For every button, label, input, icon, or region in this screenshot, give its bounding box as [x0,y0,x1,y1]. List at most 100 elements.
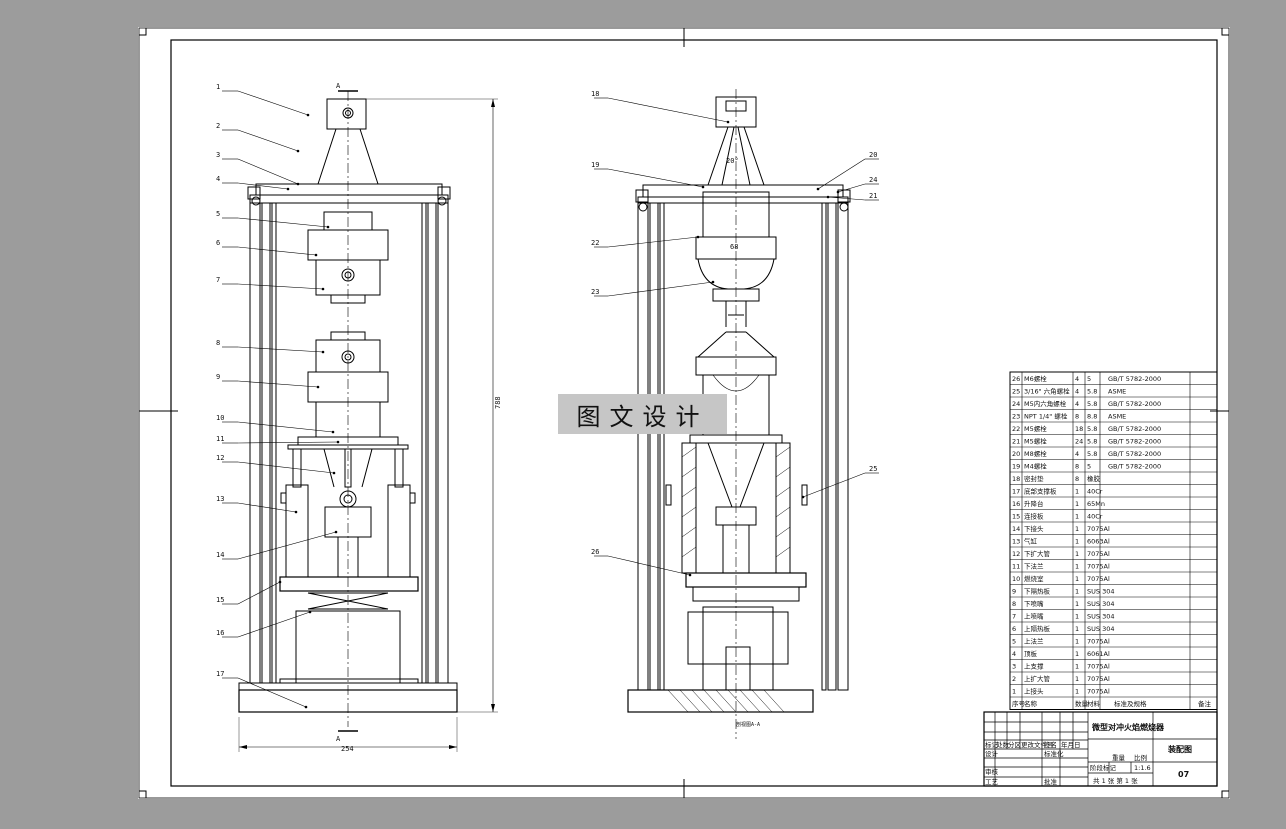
bom-cell: 8 [1075,463,1079,471]
section-mark-top: A [336,82,341,90]
bom-cell: GB/T 5782-2000 [1108,425,1161,433]
bom-cell: 12 [1012,550,1020,558]
bom-cell: 20 [1012,450,1020,458]
bom-cell: 65Mn [1087,500,1105,508]
watermark: 图文设计 [558,394,727,434]
callout-label: 6 [216,239,220,247]
bom-cell: 下扩大管 [1024,549,1051,558]
bom-row: 6 上隔热板 1 SUS 304 [1012,624,1114,633]
bom-cell: M5内六角螺栓 [1024,399,1067,408]
bom-cell: GB/T 5782-2000 [1108,438,1161,446]
role-process: 工艺 [985,778,999,786]
bom-cell: 连接板 [1024,512,1044,521]
bom-cell: 19 [1012,463,1020,471]
bom-cell: 5.8 [1087,438,1097,446]
bom-header-cell: 标准及规格 [1114,699,1147,708]
bom-header-cell: 名称 [1024,699,1038,708]
bom-cell: SUS 304 [1087,625,1114,633]
bom-cell: GB/T 5782-2000 [1108,400,1161,408]
section-mark-bottom: A [336,735,341,743]
callout-label: 19 [591,161,599,169]
bom-cell: ASME [1108,413,1126,421]
bom-cell: 6 [1012,625,1016,633]
drawing-title: 微型对冲火焰燃烧器 [1091,722,1165,732]
bom-cell: 5 [1012,638,1016,646]
bom-cell: 下喷嘴 [1024,599,1044,608]
bom-cell: 4 [1075,388,1079,396]
callout-side-24: 24 [836,176,879,194]
callout-side-22: 22 [591,235,700,248]
bom-header-cell: 序号 [1012,699,1026,708]
bom-cell: 23 [1012,413,1020,421]
callout-label: 2 [216,122,220,130]
bom-cell: 4 [1075,450,1079,458]
role-standard: 标准化 [1044,749,1064,758]
callout-label: 9 [216,373,220,381]
bom-cell: 8 [1075,413,1079,421]
bom-cell: M5螺栓 [1024,437,1047,446]
bom-cell: 1 [1075,650,1079,658]
bom-cell: 21 [1012,438,1020,446]
bom-cell: NPT 1/4" 螺栓 [1024,412,1068,421]
scale-value: 1:1.6 [1134,764,1151,772]
bom-cell: 燃烧室 [1024,574,1044,583]
bom-cell: 1 [1075,675,1079,683]
bom-cell: 下隔热板 [1024,587,1051,596]
bom-cell: 1 [1075,625,1079,633]
bom-cell: 底部支撑板 [1024,487,1057,496]
bom-row: 21 M5螺栓 24 5.8 GB/T 5782-2000 [1012,437,1161,446]
weight-label: 重量 [1112,754,1126,762]
bom-cell: 密封垫 [1024,474,1044,483]
bom-cell: 4 [1075,375,1079,383]
bom-cell: 上接头 [1024,687,1044,696]
bom-cell: 1 [1075,600,1079,608]
callout-front-1: 1 [216,83,310,117]
bom-cell: 4 [1075,400,1079,408]
bom-cell: 24 [1012,400,1020,408]
bom-cell: 18 [1012,475,1020,483]
callout-label: 23 [591,288,599,296]
bom-cell: 26 [1012,375,1020,383]
bom-cell: 1 [1075,513,1079,521]
bom-cell: 9 [1012,588,1016,596]
rev-header-sign: 签名 [1044,740,1057,749]
section-label: 剖视图A-A [736,721,760,728]
rev-header-zone: 分区 [1008,740,1022,749]
bom-cell: ASME [1108,388,1126,396]
bom-cell: 1 [1075,588,1079,596]
bom-cell: M5螺栓 [1024,424,1047,433]
bom-cell: 16 [1012,500,1020,508]
title-block [983,711,1218,787]
callout-front-16: 16 [216,610,312,638]
drawing-type: 装配图 [1167,744,1192,754]
bom-cell: 40Cr [1087,513,1103,521]
bom-cell: 6061Al [1087,650,1110,658]
bom-cell: 6063Al [1087,538,1110,546]
callout-label: 11 [216,435,224,443]
bom-cell: 1 [1075,663,1079,671]
bom-cell: 3/16" 六角螺栓 [1024,387,1070,396]
callout-label: 5 [216,210,220,218]
bom-cell: 气缸 [1024,537,1038,546]
rev-header-doc: 更改文件号 [1021,740,1054,749]
bom-cell: M4螺栓 [1024,462,1047,471]
bom-cell: 24 [1075,438,1083,446]
bom-cell: 40Cr [1087,488,1103,496]
bom-cell: 上隔热板 [1024,624,1051,633]
bom-cell: 7075Al [1087,638,1110,646]
bom-cell: 7075Al [1087,525,1110,533]
stage-label: 阶段标记 [1090,763,1117,772]
bom-cell: 5.8 [1087,400,1097,408]
